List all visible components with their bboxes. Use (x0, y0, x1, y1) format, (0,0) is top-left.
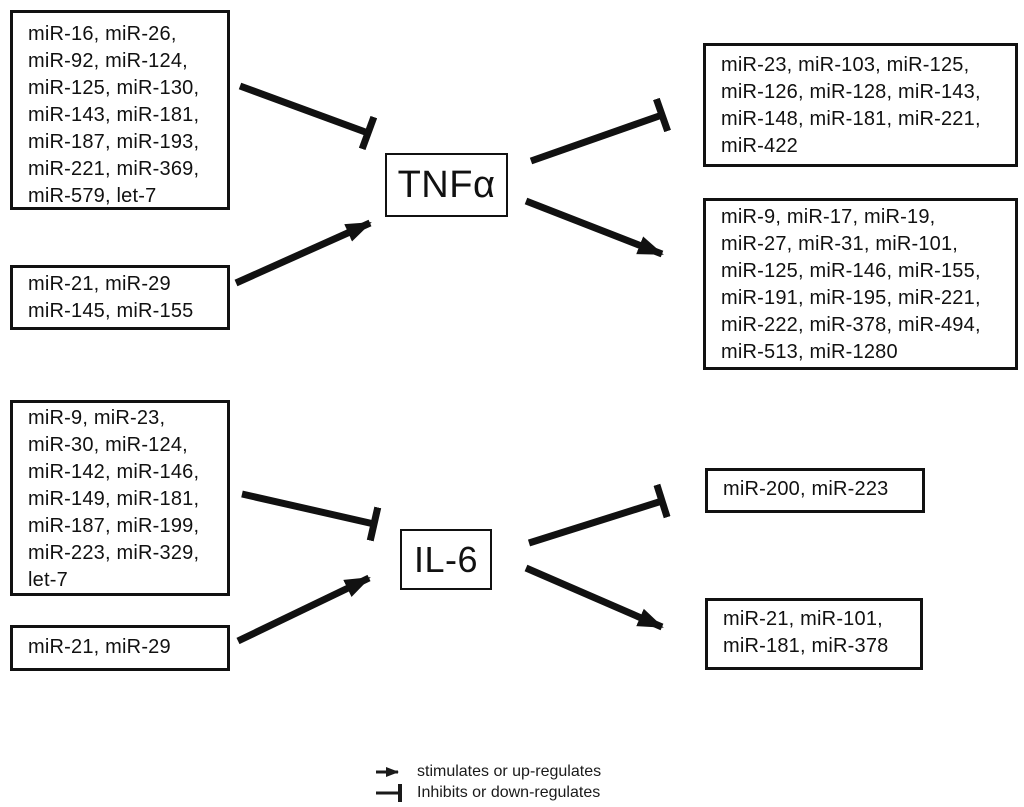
il6-stimulation-in-arrow (236, 574, 371, 645)
tnfa-hub-box: TNFα (385, 153, 508, 217)
il6-inhibiting-mirnas-box: miR-9, miR-23, miR-30, miR-124, miR-142,… (10, 400, 230, 596)
tnfa-stimulation-out-arrow (524, 197, 664, 258)
il6-downregulated-mirnas-box: miR-200, miR-223 (705, 468, 925, 513)
tnfa-downregulated-mirnas-box: miR-23, miR-103, miR-125, miR-126, miR-1… (703, 43, 1018, 167)
il6-inhibition-in-arrow (241, 490, 382, 542)
tnfa-stimulating-mirnas-box: miR-21, miR-29 miR-145, miR-155 (10, 265, 230, 330)
il6-upregulated-mirnas-box: miR-21, miR-101, miR-181, miR-378 (705, 598, 923, 670)
il6-hub-box: IL-6 (400, 529, 492, 590)
il6-stimulation-out-arrow (524, 564, 664, 631)
tnfa-inhibition-out-arrow (529, 97, 671, 165)
tnfa-stimulation-in-arrow (234, 219, 372, 287)
il6-hub-label: IL-6 (413, 538, 479, 580)
il6-inhibition-out-arrow (527, 483, 671, 547)
legend-inhibits-label: Inhibits or down-regulates (417, 784, 601, 801)
legend-stimulates-label: stimulates or up-regulates (417, 763, 602, 780)
il6-stimulating-mirnas-box: miR-21, miR-29 (10, 625, 230, 671)
tnfa-inhibition-in-arrow (238, 82, 378, 151)
tnfa-inhibiting-mirnas-box: miR-16, miR-26, miR-92, miR-124, miR-125… (10, 10, 230, 210)
tnfa-hub-label: TNFα (397, 163, 496, 206)
tnfa-upregulated-mirnas-box: miR-9, miR-17, miR-19, miR-27, miR-31, m… (703, 198, 1018, 370)
